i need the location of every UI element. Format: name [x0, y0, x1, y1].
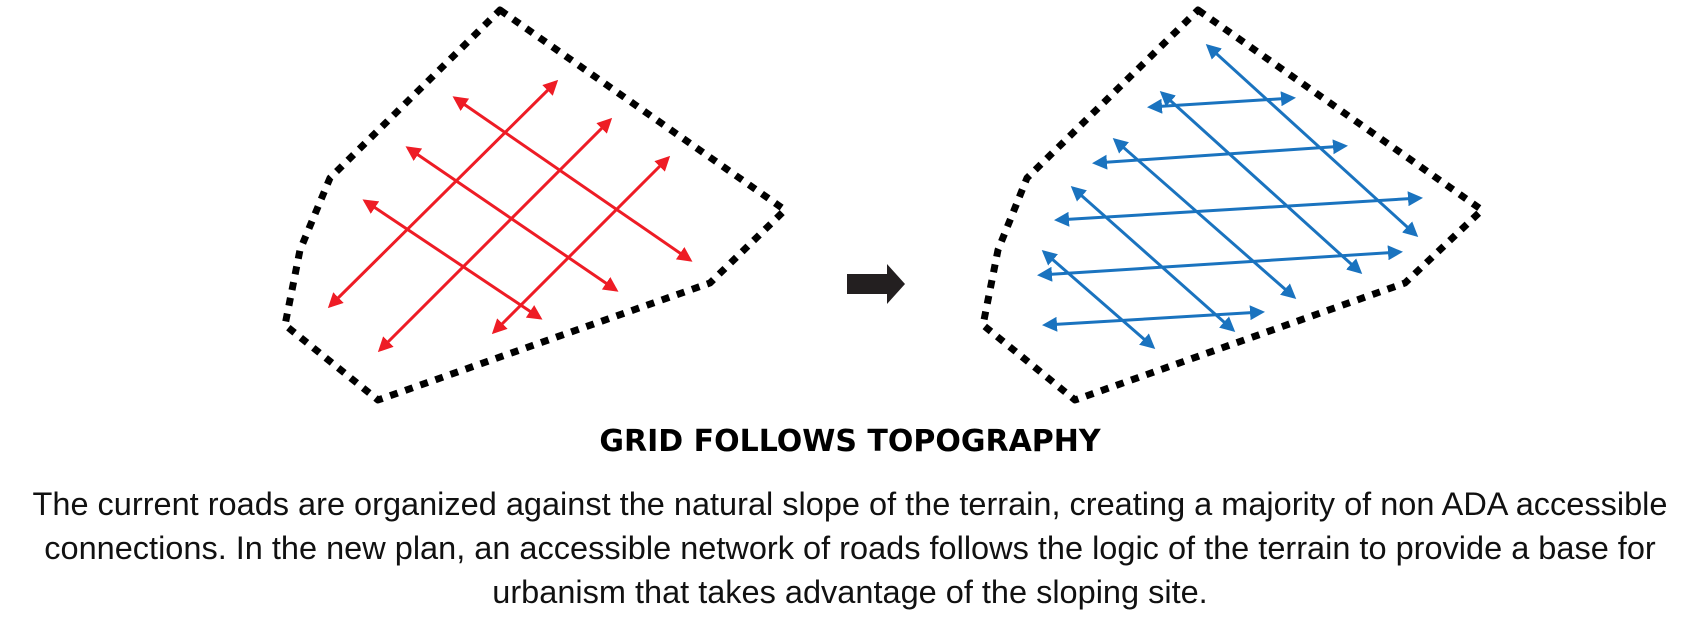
- existing-road: [405, 146, 619, 292]
- existing-site-plan: [281, 6, 789, 404]
- diagram-title: GRID FOLLOWS TOPOGRAPHY: [599, 424, 1101, 459]
- site-boundary-existing: [281, 6, 789, 404]
- right-arrow-icon: [847, 264, 905, 304]
- proposed-road: [1041, 250, 1156, 349]
- proposed-site-plan: [979, 6, 1486, 404]
- topography-diagram: [281, 6, 1486, 404]
- proposed-road: [1042, 305, 1265, 332]
- existing-road: [362, 199, 543, 320]
- existing-road: [327, 79, 559, 309]
- diagram-description: The current roads are organized against …: [32, 486, 1668, 610]
- existing-road-grid: [327, 79, 693, 353]
- proposed-road: [1037, 245, 1403, 282]
- proposed-road: [1112, 138, 1297, 299]
- proposed-road-grid: [1037, 43, 1423, 349]
- existing-road: [452, 96, 693, 262]
- proposed-road: [1054, 191, 1423, 227]
- site-boundary-proposed: [979, 6, 1486, 404]
- proposed-road: [1159, 90, 1363, 275]
